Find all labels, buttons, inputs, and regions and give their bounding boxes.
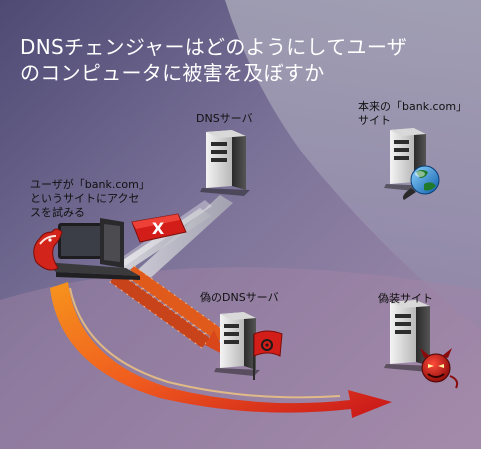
background-light-band	[225, 0, 481, 330]
server-icon	[200, 130, 250, 196]
globe-icon	[402, 165, 440, 200]
user-computer	[44, 218, 140, 280]
server-icon	[214, 312, 260, 376]
block-x-icon: X	[131, 213, 187, 243]
redirect-arrow	[50, 282, 392, 418]
diagram-title: DNSチェンジャーはどのようにしてユーザ のコンピュータに被害を及ぼすか	[20, 34, 470, 86]
rogue-dns-label: 偽のDNSサーバ	[200, 291, 279, 304]
title-line-1: DNSチェンジャーはどのようにしてユーザ	[20, 35, 408, 59]
svg-text:X: X	[152, 219, 165, 238]
fake-site-label: 偽装サイト	[378, 292, 433, 305]
user-label-line-3: スを試みる	[30, 206, 85, 219]
user-label: ユーザが「bank.com」 というサイトにアクセ スを試みる	[30, 178, 150, 220]
trojan-horse-icon	[33, 228, 63, 271]
real-site-label-line-2: サイト	[358, 114, 391, 127]
dns-server-label: DNSサーバ	[196, 112, 253, 125]
real-site-label: 本来の「bank.com」 サイト	[358, 100, 467, 128]
server-icon	[384, 300, 434, 372]
biohazard-flag-icon	[253, 330, 283, 380]
devil-icon	[420, 348, 459, 389]
real-site-label-line-1: 本来の「bank.com」	[358, 100, 468, 113]
title-line-2: のコンピュータに被害を及ぼすか	[20, 61, 325, 85]
user-label-line-2: というサイトにアクセ	[30, 192, 140, 205]
user-label-line-1: ユーザが「bank.com」	[30, 178, 150, 191]
